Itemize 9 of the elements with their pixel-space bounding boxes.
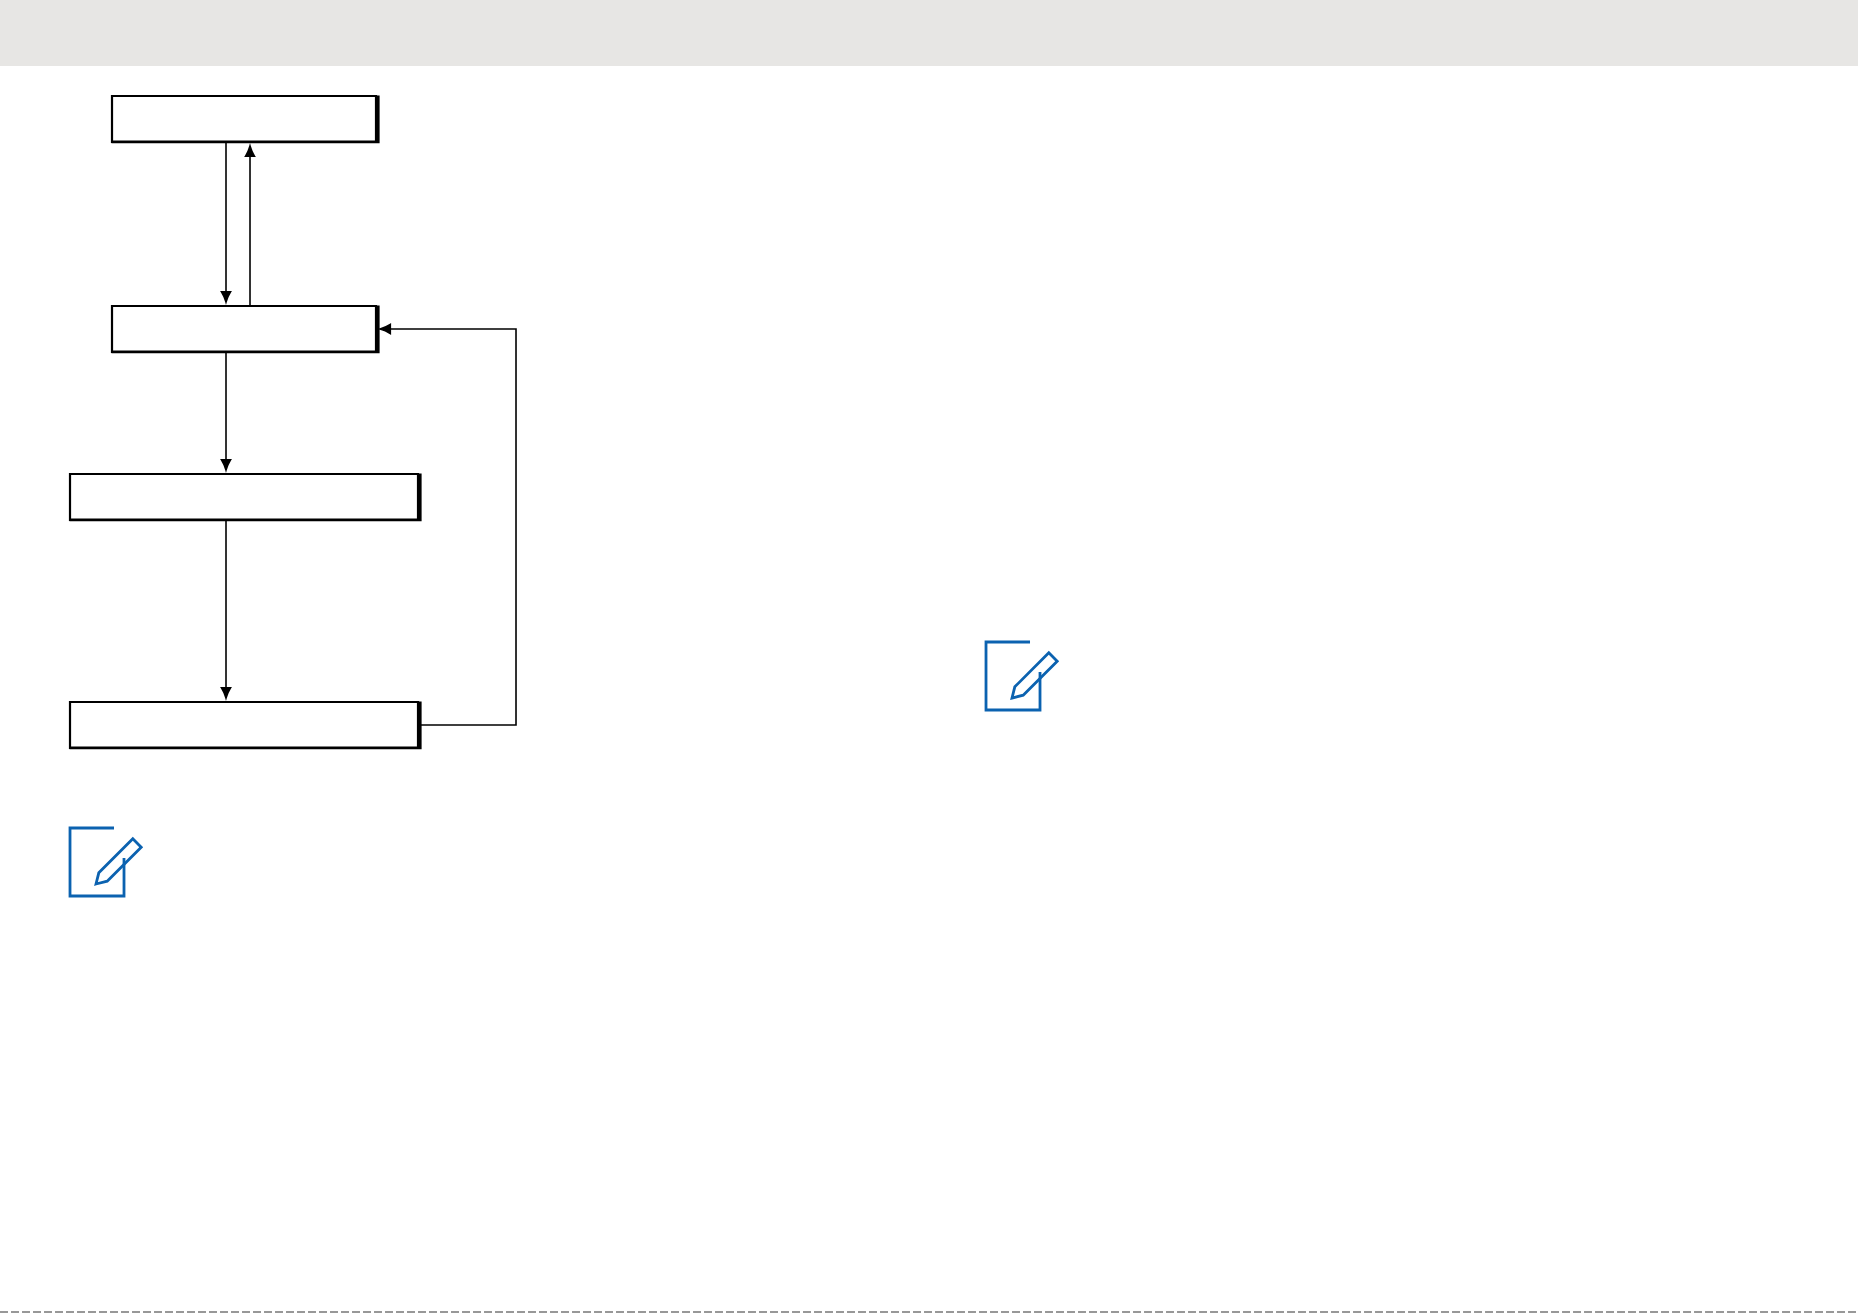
arrow (244, 145, 256, 306)
arrow (220, 352, 232, 471)
arrow (220, 142, 232, 303)
arrow (379, 323, 517, 726)
arrow (220, 520, 232, 699)
process-box (68, 700, 422, 750)
process-box (110, 94, 380, 144)
process-box (110, 304, 380, 354)
process-box (68, 472, 422, 522)
